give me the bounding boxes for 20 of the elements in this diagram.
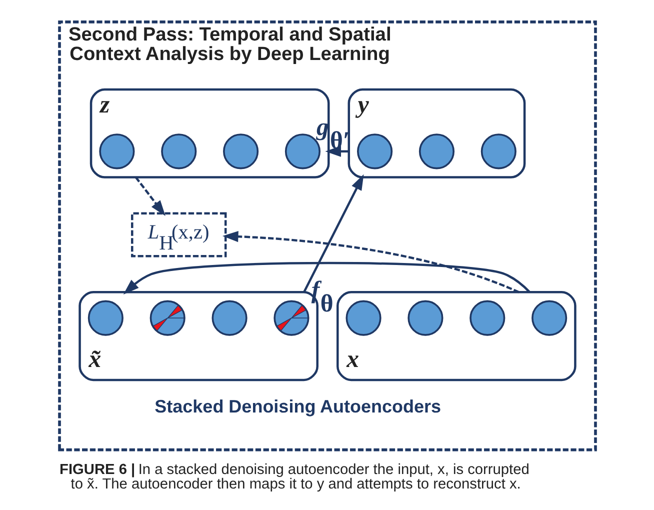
arrow — [122, 262, 530, 294]
arrow — [324, 146, 348, 157]
node-circle — [469, 300, 505, 336]
node-circle — [211, 300, 247, 336]
node-circle — [418, 134, 454, 170]
arrow — [134, 176, 165, 216]
node-circle — [345, 300, 381, 336]
caption: FIGURE 6 | In a stacked denoising autoencoder the input, x, is corrupted to x̃. The autoencoder then maps it to y and attempts to reconstruct x. — [59, 462, 529, 493]
node-circle — [222, 134, 258, 170]
node-circle — [98, 134, 134, 170]
node-circle — [356, 134, 392, 170]
node-circle — [160, 134, 196, 170]
node-circle — [531, 300, 567, 336]
arrow — [222, 231, 519, 294]
node-circle — [87, 300, 123, 336]
cluster: x — [336, 291, 576, 382]
node-circle — [407, 300, 443, 336]
cluster: y — [347, 88, 526, 178]
node-circle — [480, 134, 516, 170]
arrow — [302, 174, 364, 293]
